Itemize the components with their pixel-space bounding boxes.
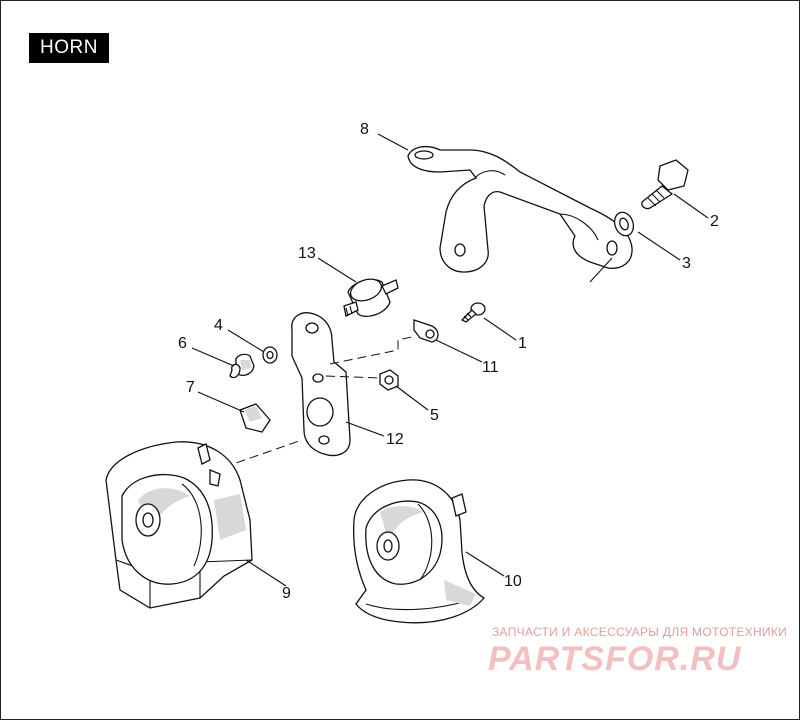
callout-5: 5	[430, 407, 439, 424]
callout-4: 4	[214, 317, 223, 334]
part-3-washer	[613, 211, 635, 237]
watermark-tagline: ЗАПЧАСТИ И АКСЕССУАРЫ ДЛЯ МОТОТЕХНИКИ	[492, 625, 788, 639]
part-8-bracket	[407, 145, 633, 273]
callout-6: 6	[178, 335, 187, 352]
callout-3: 3	[682, 255, 691, 272]
callout-9: 9	[282, 585, 291, 602]
callout-7: 7	[186, 379, 195, 396]
callout-1: 1	[518, 335, 527, 352]
callout-labels: 8 2 3 13 4 6 7 1 11 5 12 9 10	[178, 121, 719, 602]
callout-13: 13	[298, 245, 316, 262]
title-badge: HORN	[29, 33, 109, 63]
callout-10: 10	[504, 573, 522, 590]
callout-11: 11	[482, 359, 499, 376]
leader-lines	[191, 133, 709, 587]
part-13-rubber-mount	[343, 278, 399, 317]
part-6-acorn-nut	[229, 353, 255, 379]
part-7-terminal	[239, 403, 271, 433]
part-12-mounting-plate	[291, 312, 351, 457]
part-2-bolt	[641, 159, 689, 210]
part-5-nut	[379, 369, 399, 391]
callout-8: 8	[360, 121, 369, 138]
callout-2: 2	[710, 213, 719, 230]
part-10-horn-small	[352, 479, 486, 624]
part-9-horn-large	[105, 441, 253, 609]
callout-12: 12	[386, 431, 404, 448]
watermark-logo: PARTSFOR.RU	[488, 640, 742, 678]
part-4-washer	[262, 346, 278, 364]
part-11-clip	[413, 319, 439, 343]
part-1-screw	[460, 302, 486, 323]
